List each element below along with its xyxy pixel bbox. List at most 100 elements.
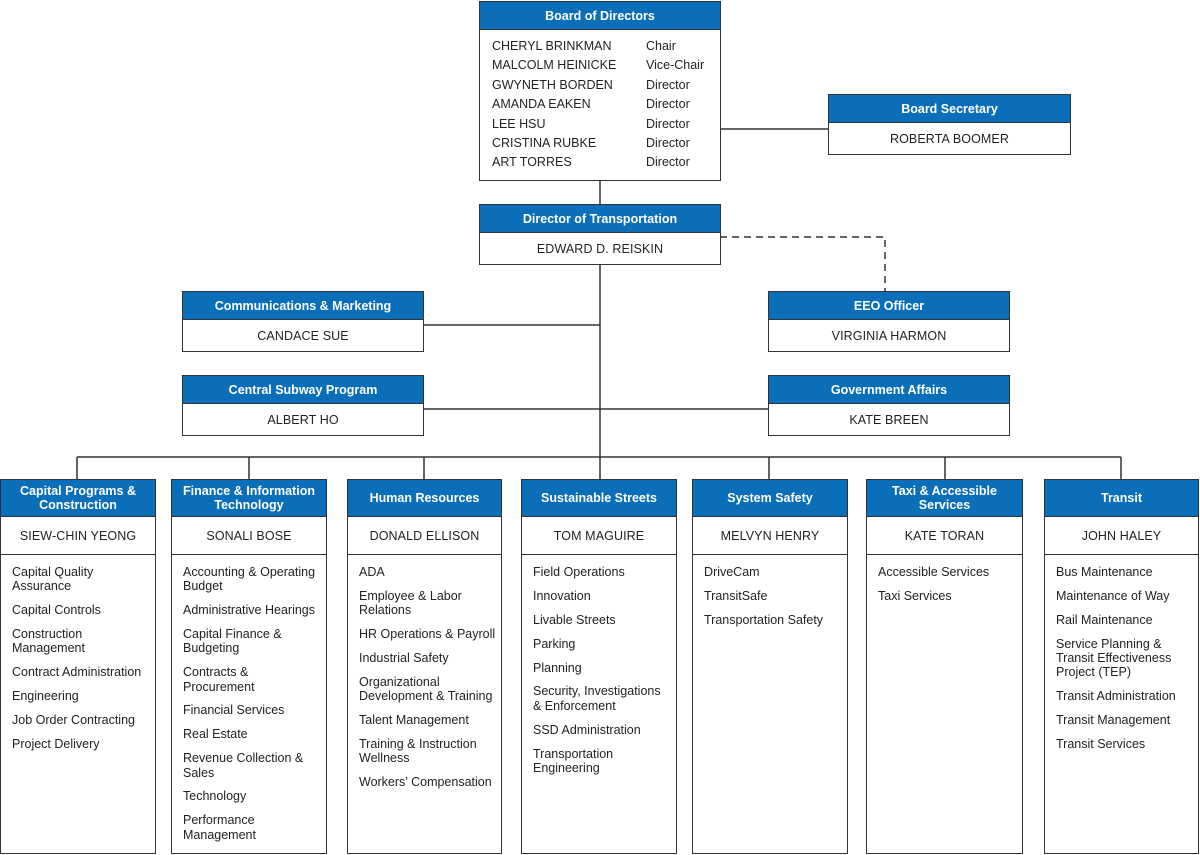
board-member-row: AMANDA EAKEN Director xyxy=(492,95,720,114)
list-item: Workers’ Compensation xyxy=(359,775,492,790)
board-member-name: LEE HSU xyxy=(492,116,546,131)
list-item: Transportation Engineering xyxy=(533,746,614,775)
dept-items: Accessible Services Taxi Services xyxy=(867,554,1022,603)
dept-title: Finance & Information Technology xyxy=(172,480,326,516)
list-item: Contracts & Procurement xyxy=(183,665,255,694)
board-member-row: GWYNETH BORDEN Director xyxy=(492,76,720,95)
list-item: Taxi Services xyxy=(878,588,952,603)
eeo-title: EEO Officer xyxy=(769,292,1009,319)
list-item: Service Planning & Transit Effectiveness… xyxy=(1056,636,1172,680)
dept-system-safety: System Safety MELVYN HENRY DriveCam Tran… xyxy=(692,479,848,854)
list-item: Performance Management xyxy=(183,813,256,842)
board-member-role: Director xyxy=(646,97,690,112)
director-title: Director of Transportation xyxy=(480,205,720,232)
list-item: Real Estate xyxy=(183,727,248,742)
board-secretary-name: ROBERTA BOOMER xyxy=(829,122,1070,154)
director-name: EDWARD D. REISKIN xyxy=(480,232,720,264)
board-member-role: Director xyxy=(646,116,690,131)
board-member-role: Director xyxy=(646,77,690,92)
dept-head: SIEW-CHIN YEONG xyxy=(1,516,155,554)
board-member-name: CRISTINA RUBKE xyxy=(492,136,597,151)
dept-items: Capital Quality Assurance Capital Contro… xyxy=(1,554,155,751)
dept-taxi-accessible: Taxi & Accessible Services KATE TORAN Ac… xyxy=(866,479,1023,854)
list-item: Contract Administration xyxy=(12,665,142,680)
list-item: Bus Maintenance xyxy=(1056,565,1153,579)
board-member-row: LEE HSU Director xyxy=(492,115,720,134)
list-item: Capital Quality Assurance xyxy=(12,565,94,594)
dept-items: ADA Employee & Labor Relations HR Operat… xyxy=(348,554,501,789)
subway-box: Central Subway Program ALBERT HO xyxy=(182,375,424,436)
board-secretary-title: Board Secretary xyxy=(829,95,1070,122)
board-member-name: MALCOLM HEINICKE xyxy=(492,58,617,73)
list-item: Parking xyxy=(533,636,576,651)
list-item: Talent Management xyxy=(359,713,469,728)
dept-sustainable-streets: Sustainable Streets TOM MAGUIRE Field Op… xyxy=(521,479,677,854)
list-item: Planning xyxy=(533,660,582,675)
eeo-name: VIRGINIA HARMON xyxy=(769,319,1009,351)
dept-capital-programs: Capital Programs & Construction SIEW-CHI… xyxy=(0,479,156,854)
list-item: Engineering xyxy=(12,689,79,704)
dept-human-resources: Human Resources DONALD ELLISON ADA Emplo… xyxy=(347,479,502,854)
list-item: Transportation Safety xyxy=(704,612,824,627)
dept-title: Sustainable Streets xyxy=(522,480,676,516)
list-item: Rail Maintenance xyxy=(1056,612,1153,627)
list-item: Innovation xyxy=(533,588,591,603)
dept-head: KATE TORAN xyxy=(867,516,1022,554)
board-member-row: CRISTINA RUBKE Director xyxy=(492,134,720,153)
dept-items: DriveCam TransitSafe Transportation Safe… xyxy=(693,554,847,627)
eeo-dashed-line xyxy=(720,236,886,292)
dept-finance-it: Finance & Information Technology SONALI … xyxy=(171,479,327,854)
list-item: TransitSafe xyxy=(704,588,768,603)
list-item: HR Operations & Payroll xyxy=(359,627,496,642)
dept-head: TOM MAGUIRE xyxy=(522,516,676,554)
board-member-name: GWYNETH BORDEN xyxy=(492,77,613,92)
dept-title: Transit xyxy=(1045,480,1198,516)
board-member-role: Vice-Chair xyxy=(646,58,705,73)
list-item: Transit Administration xyxy=(1056,689,1176,704)
list-item: Maintenance of Way xyxy=(1056,588,1170,603)
dept-title: Capital Programs & Construction xyxy=(1,480,155,516)
list-item: Security, Investigations & Enforcement xyxy=(533,684,661,713)
gov-affairs-box: Government Affairs KATE BREEN xyxy=(768,375,1010,436)
list-item: Field Operations xyxy=(533,565,625,579)
dept-title: System Safety xyxy=(693,480,847,516)
list-item: Administrative Hearings xyxy=(183,603,315,618)
board-secretary-box: Board Secretary ROBERTA BOOMER xyxy=(828,94,1071,155)
list-item: Technology xyxy=(183,789,247,804)
list-item: Capital Finance & Budgeting xyxy=(183,627,282,656)
dept-transit: Transit JOHN HALEY Bus Maintenance Maint… xyxy=(1044,479,1199,854)
list-item: Capital Controls xyxy=(12,603,101,618)
list-item: Livable Streets xyxy=(533,612,616,627)
list-item: Transit Management xyxy=(1056,713,1171,728)
list-item: Industrial Safety xyxy=(359,650,449,665)
director-box: Director of Transportation EDWARD D. REI… xyxy=(479,204,721,265)
list-item: Job Order Contracting xyxy=(12,713,135,728)
dept-title: Human Resources xyxy=(348,480,501,516)
board-member-role: Director xyxy=(646,136,690,151)
eeo-box: EEO Officer VIRGINIA HARMON xyxy=(768,291,1010,352)
gov-affairs-title: Government Affairs xyxy=(769,376,1009,403)
dept-head: MELVYN HENRY xyxy=(693,516,847,554)
board-of-directors-title: Board of Directors xyxy=(480,2,720,29)
board-member-name: AMANDA EAKEN xyxy=(492,97,591,112)
list-item: Project Delivery xyxy=(12,736,100,751)
list-item: Accounting & Operating Budget xyxy=(183,565,316,594)
subway-title: Central Subway Program xyxy=(183,376,423,403)
subway-name: ALBERT HO xyxy=(183,403,423,435)
comms-name: CANDACE SUE xyxy=(183,319,423,351)
list-item: Revenue Collection & Sales xyxy=(183,751,304,780)
list-item: Transit Services xyxy=(1056,736,1146,751)
dept-items: Field Operations Innovation Livable Stre… xyxy=(522,554,676,775)
dept-head: JOHN HALEY xyxy=(1045,516,1198,554)
board-member-name: CHERYL BRINKMAN xyxy=(492,39,612,53)
dept-head: SONALI BOSE xyxy=(172,516,326,554)
gov-affairs-name: KATE BREEN xyxy=(769,403,1009,435)
dept-items: Bus Maintenance Maintenance of Way Rail … xyxy=(1045,554,1198,751)
list-item: SSD Administration xyxy=(533,722,641,737)
dept-head: DONALD ELLISON xyxy=(348,516,501,554)
